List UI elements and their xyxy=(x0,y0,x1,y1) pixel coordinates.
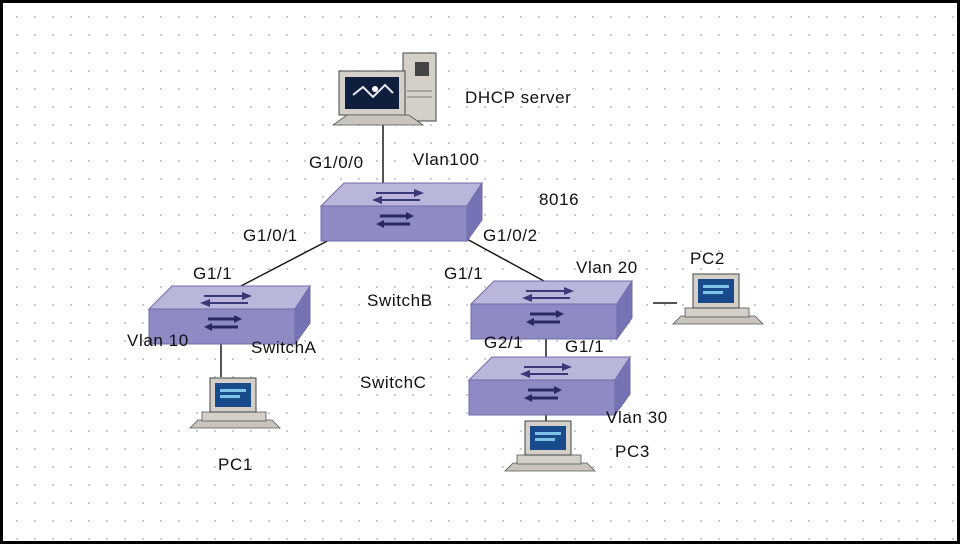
vlan-c-label: Vlan 30 xyxy=(606,408,668,427)
pc1-label: PC1 xyxy=(218,455,253,474)
switch-b-icon xyxy=(469,279,634,341)
port-a-uplink: G1/1 xyxy=(193,264,233,283)
vlan-server-label: Vlan100 xyxy=(413,150,480,169)
port-b-uplink: G1/1 xyxy=(444,264,484,283)
core-switch-label: 8016 xyxy=(539,190,580,209)
port-b-to-c: G2/1 xyxy=(484,333,524,352)
port-core-to-a: G1/0/1 xyxy=(243,226,298,245)
vlan-b-label: Vlan 20 xyxy=(576,258,638,277)
port-core-to-server: G1/0/0 xyxy=(309,153,364,172)
pc2-label: PC2 xyxy=(690,249,725,268)
pc3-label: PC3 xyxy=(615,442,650,461)
switch-a-label: SwitchA xyxy=(251,338,317,357)
pc3-icon xyxy=(504,420,596,472)
vlan-a-label: Vlan 10 xyxy=(127,331,189,350)
switch-c-icon xyxy=(467,355,632,417)
switch-c-label: SwitchC xyxy=(360,373,427,392)
network-diagram xyxy=(147,52,764,472)
diagram-canvas: DHCP server 8016 SwitchA SwitchB SwitchC… xyxy=(3,3,957,541)
switch-b-label: SwitchB xyxy=(367,291,433,310)
dhcp-server-label: DHCP server xyxy=(465,88,572,107)
dhcp-server-icon xyxy=(331,52,437,126)
port-c-uplink: G1/1 xyxy=(565,337,605,356)
port-core-to-b: G1/0/2 xyxy=(483,226,538,245)
pc1-icon xyxy=(189,377,281,429)
core-switch-icon xyxy=(319,181,484,243)
pc2-icon xyxy=(672,273,764,325)
